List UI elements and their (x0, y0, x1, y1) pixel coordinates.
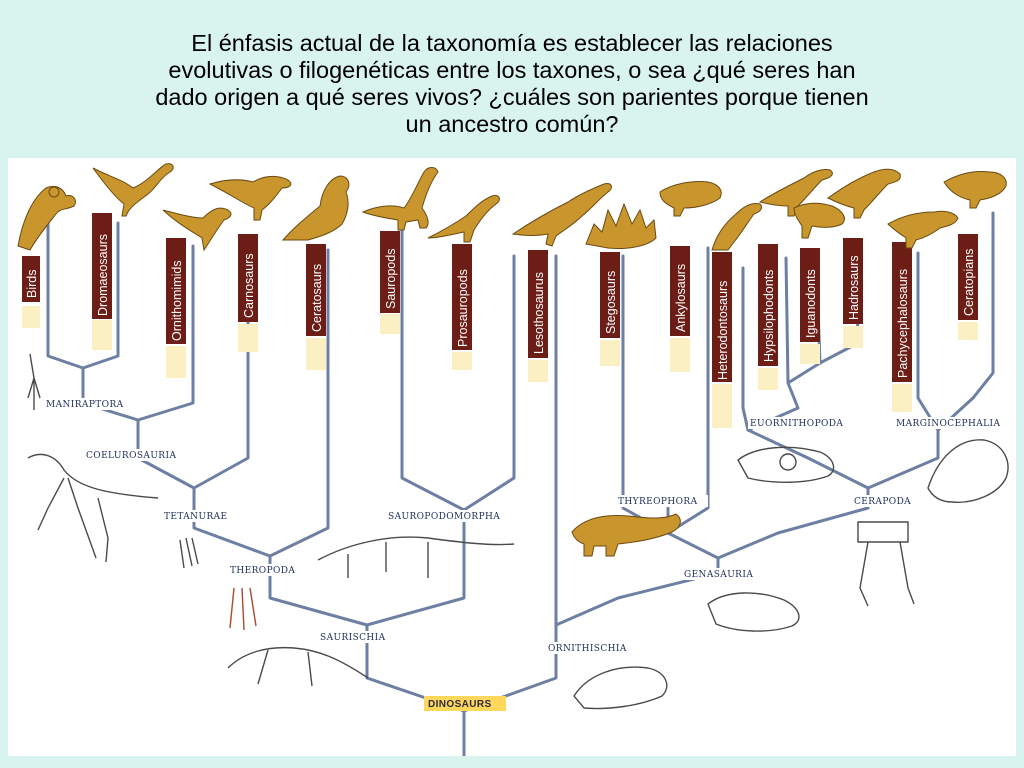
title-line-2: evolutivas o filogenéticas entre los tax… (168, 57, 856, 83)
ceratosaur-illustration (281, 175, 350, 241)
skeleton-illustrations (27, 353, 1009, 710)
label-heterodontosaurs: Heterodontosaurs (712, 252, 732, 428)
bird-foot-illustration (27, 353, 41, 410)
title-line-4: un ancestro común? (405, 111, 619, 137)
carnosaur-illustration (208, 175, 292, 221)
label-text-ceratopians: Ceratopians (962, 249, 976, 316)
label-text-stegosaurs: Stegosaurs (604, 271, 618, 334)
label-text-prosauropods: Prosauropods (456, 269, 470, 347)
label-pachycephalosaurs: Pachycephalosaurs (892, 242, 912, 412)
clade-labels: MANIRAPTORA COELUROSAURIA TETANURAE THER… (44, 398, 1012, 711)
label-hypsilophodonts: Hypsilophodonts (758, 244, 778, 390)
genasaur-skull-illustration (707, 592, 800, 632)
theropod-foot-illustration (229, 587, 257, 631)
bird-illustration (17, 185, 76, 251)
dinosaur-illustrations (17, 163, 1007, 557)
slide-title: El énfasis actual de la taxonomía es est… (60, 30, 964, 138)
coelurosaur-skeleton-illustration (27, 453, 159, 563)
clade-text-ornithischia: ORNITHISCHIA (548, 644, 627, 654)
heterodontosaur-illustration (711, 203, 763, 251)
label-ornithomimids: Ornithomimids (166, 238, 186, 378)
label-stegosaurs: Stegosaurs (600, 252, 620, 366)
label-text-lesothosaurus: Lesothosaurus (532, 272, 546, 354)
label-text-ceratosaurs: Ceratosaurs (310, 264, 324, 332)
label-ceratopians: Ceratopians (958, 234, 978, 340)
clade-text-saurischia: SAURISCHIA (320, 633, 386, 643)
label-ceratosaurs: Ceratosaurs (306, 244, 326, 370)
sauropodomorph-skeleton-illustration (317, 536, 515, 578)
label-text-hadrosaurs: Hadrosaurs (847, 255, 861, 320)
label-birds: Birds (22, 256, 40, 328)
clade-text-sauropodomorpha: SAUROPODOMORPHA (388, 512, 500, 522)
clade-text-tetanurae: TETANURAE (164, 512, 228, 522)
clade-cerapoda: CERAPODA (852, 495, 920, 507)
clade-thyreophora: THYREOPHORA (616, 495, 708, 507)
sauropod-illustration (361, 167, 439, 231)
ornithischian-skull-illustration (573, 666, 668, 710)
label-carnosaurs: Carnosaurs (238, 234, 258, 352)
ornithomimid-illustration (162, 207, 232, 252)
tree-branches (46, 211, 995, 756)
clade-ornithischia: ORNITHISCHIA (546, 642, 638, 654)
clade-text-cerapoda: CERAPODA (854, 497, 911, 507)
pachycephalosaur-illustration (887, 210, 959, 249)
label-text-sauropods: Sauropods (384, 249, 398, 309)
label-sauropods: Sauropods (380, 231, 400, 334)
dromaeosaur-illustration (92, 163, 174, 217)
label-text-carnosaurs: Carnosaurs (242, 253, 256, 318)
clade-dinosaurs: DINOSAURS (424, 696, 506, 711)
clade-text-marginocephalia: MARGINOCEPHALIA (896, 419, 1000, 429)
label-text-ankylosaurs: Ankylosaurs (674, 264, 688, 332)
clade-text-coelurosauria: COELUROSAURIA (86, 451, 176, 461)
lesothosaurus-illustration (511, 183, 612, 247)
clade-text-maniraptora: MANIRAPTORA (46, 400, 124, 410)
hadrosaur-illustration (827, 168, 901, 219)
taxon-labels: Birds Dromaeosaurs Ornithomimids Carnosa… (22, 213, 978, 428)
label-lesothosaurus: Lesothosaurus (528, 250, 548, 382)
label-text-pachycephalosaurs: Pachycephalosaurs (896, 269, 910, 378)
prosauropod-illustration (427, 195, 500, 243)
euornithopod-skull-illustration (737, 446, 835, 483)
label-text-birds: Birds (25, 270, 39, 298)
ankylosaur-body-illustration (571, 513, 681, 557)
label-hadrosaurs: Hadrosaurs (843, 238, 863, 348)
clade-saurischia: SAURISCHIA (318, 631, 394, 643)
clade-tetanurae: TETANURAE (162, 510, 238, 522)
clade-text-theropoda: THEROPODA (230, 566, 295, 576)
title-line-1: El énfasis actual de la taxonomía es est… (191, 30, 833, 56)
clade-text-euornithopoda: EUORNITHOPODA (750, 419, 843, 429)
label-prosauropods: Prosauropods (452, 244, 472, 370)
theropod-hand-illustration (179, 537, 199, 569)
clade-marginocephalia: MARGINOCEPHALIA (894, 417, 1012, 429)
ankylosaur-illustration (659, 181, 722, 217)
clade-text-dinosaurs: DINOSAURS (428, 699, 492, 710)
clade-text-thyreophora: THYREOPHORA (618, 497, 698, 507)
iguanodont-illustration (793, 202, 845, 239)
cerapod-pelvis-illustration (857, 521, 915, 607)
clade-maniraptora: MANIRAPTORA (44, 398, 130, 410)
clade-theropoda: THEROPODA (228, 564, 300, 576)
label-dromaeosaurs: Dromaeosaurs (92, 213, 112, 350)
label-text-heterodontosaurs: Heterodontosaurs (716, 281, 730, 380)
clade-genasauria: GENASAURIA (682, 568, 766, 580)
clade-text-genasauria: GENASAURIA (684, 570, 753, 580)
label-text-hypsilophodonts: Hypsilophodonts (762, 270, 776, 362)
phylogeny-panel: Birds Dromaeosaurs Ornithomimids Carnosa… (8, 158, 1016, 756)
phylogenetic-tree: Birds Dromaeosaurs Ornithomimids Carnosa… (17, 163, 1012, 756)
clade-coelurosauria: COELUROSAURIA (84, 449, 184, 461)
label-ankylosaurs: Ankylosaurs (670, 246, 690, 372)
stegosaur-illustration (585, 202, 657, 249)
label-text-ornithomimids: Ornithomimids (170, 260, 184, 341)
label-iguanodonts: Iguanodonts (800, 248, 820, 364)
label-text-iguanodonts: Iguanodonts (804, 269, 818, 338)
clade-euornithopoda: EUORNITHOPODA (748, 417, 854, 429)
herrerasaur-skeleton-illustration (227, 646, 369, 687)
hypsilophodont-illustration (758, 169, 833, 217)
ceratopian-illustration (943, 171, 1007, 209)
marginocephalian-skull-illustration (927, 439, 1009, 503)
title-line-3: dado origen a qué seres vivos? ¿cuáles s… (155, 84, 869, 110)
label-text-dromaeosaurs: Dromaeosaurs (96, 234, 110, 316)
clade-sauropodomorpha: SAUROPODOMORPHA (386, 510, 502, 522)
